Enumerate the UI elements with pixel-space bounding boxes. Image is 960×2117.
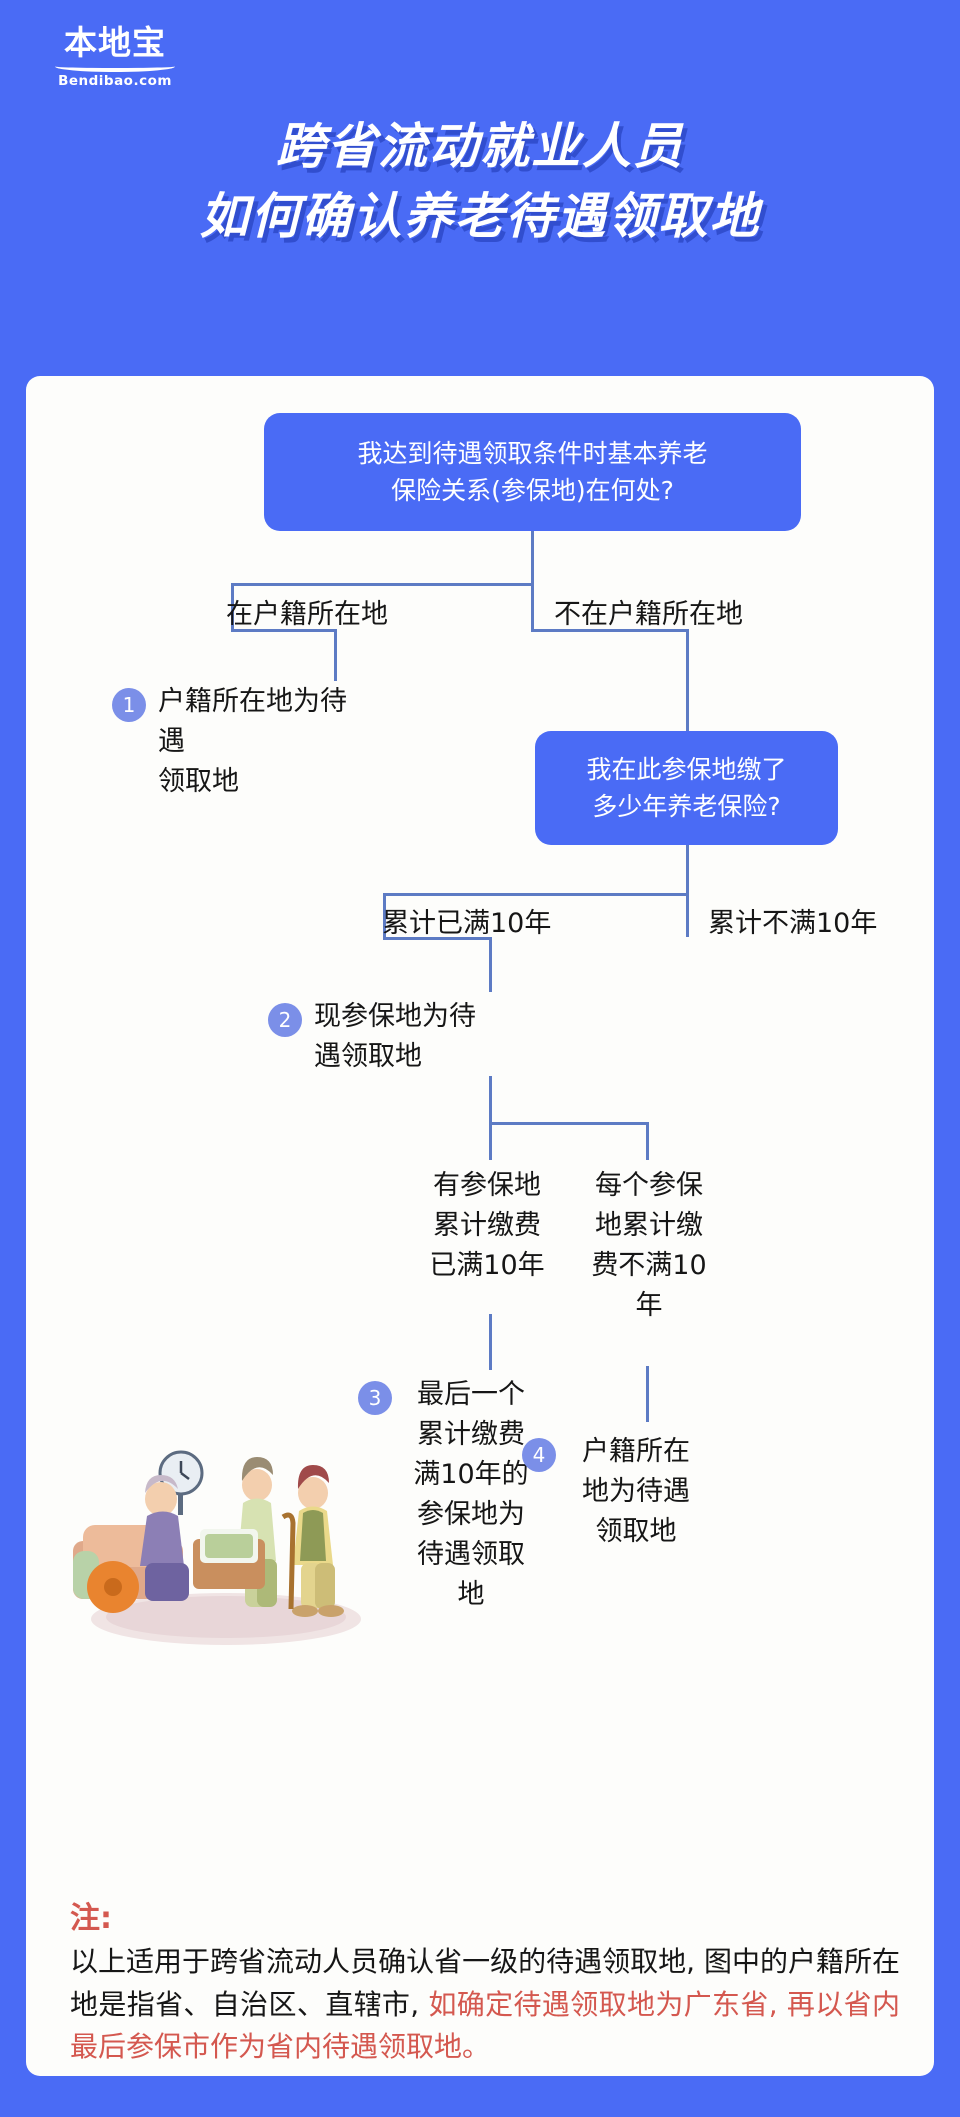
brand-logo-en: Bendibao.com bbox=[58, 73, 172, 89]
question-box-1: 我达到待遇领取条件时基本养老 保险关系(参保地)在何处? bbox=[264, 413, 801, 531]
connector-q2-down bbox=[686, 845, 689, 893]
note-label: 注: bbox=[70, 1901, 112, 1936]
connector-q1-stem bbox=[531, 531, 534, 583]
connector-fanout-right bbox=[646, 1122, 649, 1160]
connector-result2-elbow bbox=[383, 937, 492, 940]
brand-logo-swoosh-icon bbox=[55, 61, 175, 72]
connector-q2-left-down bbox=[383, 893, 386, 937]
connector-fanout-bar bbox=[489, 1122, 649, 1125]
note-part-1: 以上适用于跨省流动人员确认省一级的待遇领取地, 图中的户籍所在地是指省、自治区、… bbox=[70, 1945, 900, 2021]
connector-q1-right-down bbox=[531, 583, 534, 629]
connector-result1-stem bbox=[334, 629, 337, 681]
edge-label-q1-right: 不在户籍所在地 bbox=[554, 599, 743, 630]
connector-q1-split bbox=[231, 583, 534, 586]
connector-q2-stem bbox=[686, 629, 689, 731]
elderly-care-illustration bbox=[73, 1450, 361, 1645]
connector-q2-elbow bbox=[531, 629, 689, 632]
result-badge-4: 4 bbox=[522, 1438, 556, 1472]
page-title-line-1: 跨省流动就业人员 bbox=[275, 118, 684, 175]
connector-result1-elbow bbox=[231, 629, 337, 632]
condition-text-3: 有参保地 累计缴费 已满10年 bbox=[429, 1170, 545, 1281]
result-text-2: 现参保地为待 遇领取地 bbox=[314, 1001, 476, 1072]
connector-fanout-left bbox=[489, 1122, 492, 1160]
connector-fanout-stem bbox=[489, 1076, 492, 1122]
connector-q2-split bbox=[383, 893, 689, 896]
page-title: 跨省流动就业人员 如何确认养老待遇领取地 bbox=[0, 112, 960, 251]
edge-label-q1-left: 在户籍所在地 bbox=[226, 599, 388, 630]
question-box-1-text: 我达到待遇领取条件时基本养老 保险关系(参保地)在何处? bbox=[357, 439, 708, 505]
result-text-4: 户籍所在 地为待遇 领取地 bbox=[582, 1436, 690, 1547]
result-badge-2: 2 bbox=[268, 1003, 302, 1037]
connector-result3-stem bbox=[489, 1314, 492, 1370]
brand-logo-cn: 本地宝 bbox=[64, 23, 166, 62]
result-badge-1: 1 bbox=[112, 688, 146, 722]
edge-label-q2-right: 累计不满10年 bbox=[708, 908, 878, 939]
result-badge-3: 3 bbox=[358, 1381, 392, 1415]
question-box-2: 我在此参保地缴了 多少年养老保险? bbox=[535, 731, 838, 845]
brand-logo: 本地宝 Bendibao.com bbox=[40, 26, 190, 89]
result-text-3: 最后一个 累计缴费 满10年的 参保地为 待遇领取 地 bbox=[413, 1379, 529, 1610]
content-card: 我达到待遇领取条件时基本养老 保险关系(参保地)在何处? 在户籍所在地 不在户籍… bbox=[26, 376, 934, 2076]
page-title-line-2: 如何确认养老待遇领取地 bbox=[199, 187, 761, 245]
note-part-2-highlight: 如确定待遇领取地为广东省, 再以省内最后参保市作为省内待遇领取地。 bbox=[70, 1987, 900, 2064]
question-box-2-text: 我在此参保地缴了 多少年养老保险? bbox=[586, 755, 787, 821]
result-text-1: 户籍所在地为待遇 领取地 bbox=[158, 686, 347, 797]
connector-q2-right-down bbox=[686, 893, 689, 937]
connector-q1-left-down bbox=[231, 583, 234, 629]
connector-result2-stem bbox=[489, 937, 492, 992]
condition-text-4: 每个参保 地累计缴 费不满10 年 bbox=[591, 1170, 707, 1321]
edge-label-q2-left: 累计已满10年 bbox=[382, 908, 552, 939]
note-body: 以上适用于跨省流动人员确认省一级的待遇领取地, 图中的户籍所在地是指省、自治区、… bbox=[70, 1941, 900, 2069]
connector-result4-stem bbox=[646, 1366, 649, 1422]
